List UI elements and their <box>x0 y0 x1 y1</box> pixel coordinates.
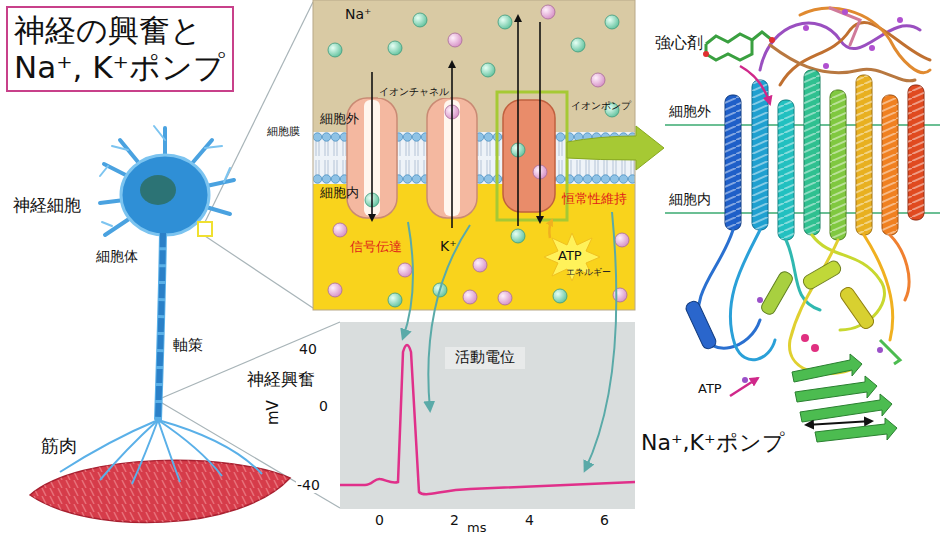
title-box: 神経の興奮と Na⁺, K⁺ポンプ <box>6 6 234 92</box>
part-label: イオンポンプ <box>571 100 631 112</box>
region-label: 細胞内 <box>320 186 359 201</box>
region-label: 細胞外 <box>320 112 359 127</box>
part-label: 細胞体 <box>95 248 139 264</box>
axis-unit: ms <box>466 521 487 536</box>
box-text: 活動電位 <box>455 348 515 368</box>
role-label: 恒常性維持 <box>562 192 627 207</box>
tick-label: 40 <box>298 341 318 357</box>
title-text: 神経の興奮と Na⁺, K⁺ポンプ <box>14 12 226 86</box>
part-label: 筋肉 <box>40 436 78 457</box>
axis-unit: mV <box>265 399 282 426</box>
region-label: 細胞外 <box>668 103 712 119</box>
protein-name: Na⁺,K⁺ポンプ <box>640 430 786 455</box>
ion-label: K⁺ <box>440 238 457 254</box>
part-label: イオンチャネル <box>378 86 450 98</box>
part-label: 細胞膜 <box>266 126 301 139</box>
part-label: 神経細胞 <box>12 196 82 216</box>
tick-label: 0 <box>374 512 385 528</box>
energy-label: エネルギー <box>566 267 611 277</box>
tick-label: 4 <box>524 512 535 528</box>
role-label: 信号伝達 <box>350 240 402 255</box>
teal-arrows <box>403 212 616 470</box>
ion-label: Na⁺ <box>345 6 371 22</box>
site-label: ATP <box>697 382 723 397</box>
drug-label: 強心剤 <box>654 34 704 52</box>
energy-label: ATP <box>558 249 582 264</box>
region-label: 細胞内 <box>668 191 712 207</box>
legend-box: 活動電位 <box>445 347 525 369</box>
part-label: 軸策 <box>172 337 204 354</box>
tick-label: 0 <box>318 398 329 414</box>
muscle <box>30 460 290 522</box>
zoom-arrow <box>567 126 664 170</box>
neuron <box>60 126 262 484</box>
tick-label: -40 <box>296 477 321 493</box>
axis-title: 神経興奮 <box>246 370 316 390</box>
action-potential-graph <box>340 322 635 509</box>
protein-structure <box>665 8 940 442</box>
tick-label: 6 <box>599 512 610 528</box>
tick-label: 2 <box>449 512 460 528</box>
